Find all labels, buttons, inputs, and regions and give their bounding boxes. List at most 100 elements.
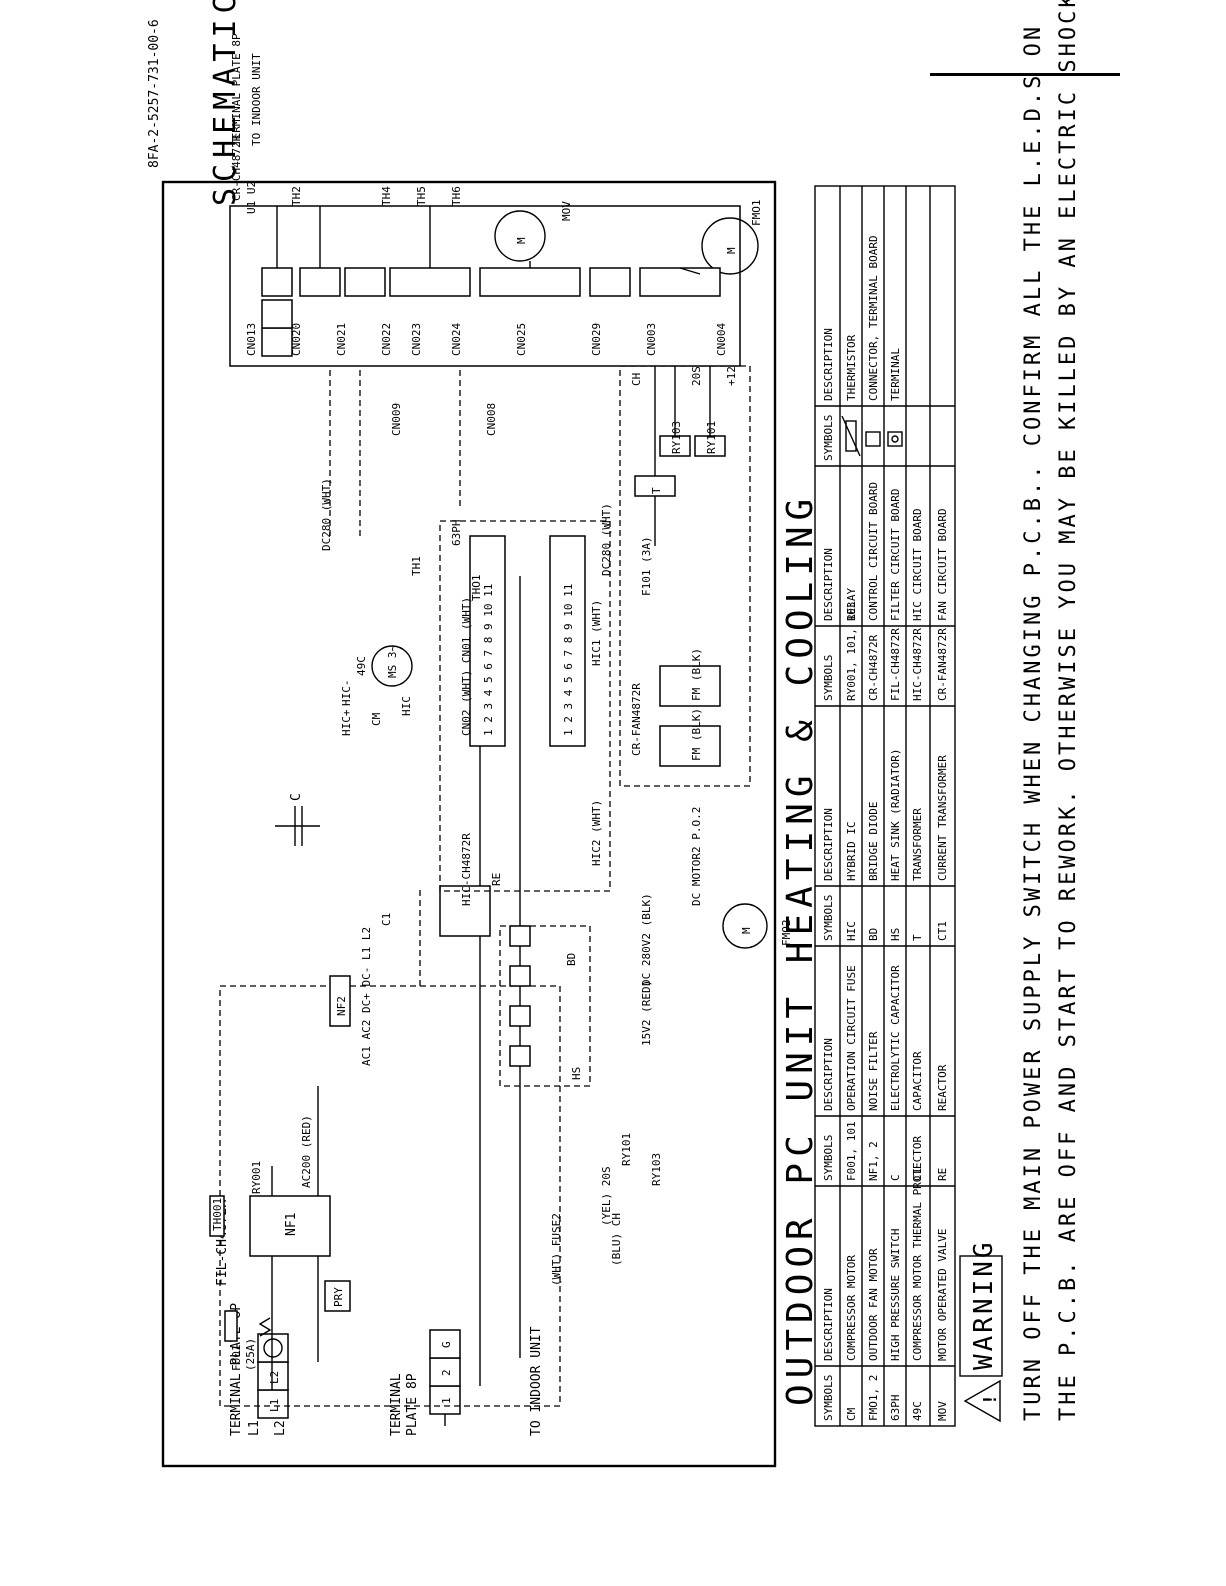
svg-text:HYBRID IC: HYBRID IC [845,821,858,881]
connector-icon [865,431,881,447]
svg-text:OUTDOOR FAN MOTOR: OUTDOOR FAN MOTOR [867,1248,880,1361]
svg-text:HIC+: HIC+ [340,709,353,736]
svg-text:BRIDGE DIODE: BRIDGE DIODE [867,802,880,881]
svg-text:CN004: CN004 [715,323,728,356]
svg-text:HIGH PRESSURE SWITCH: HIGH PRESSURE SWITCH [889,1229,902,1361]
warning-line-1: TURN OFF THE MAIN POWER SUPPLY SWITCH WH… [1021,24,1046,1421]
header-rule [930,73,1120,76]
svg-text:F001: F001 [230,1345,243,1372]
svg-text:CM: CM [370,712,383,726]
earth-icon [263,1338,283,1358]
svg-text:SYMBOLS: SYMBOLS [822,415,835,461]
svg-text:NF1: NF1 [284,1213,299,1236]
svg-text:FM (BLK): FM (BLK) [690,648,703,701]
svg-text:CN009: CN009 [390,403,403,436]
svg-text:RE: RE [490,873,503,886]
diagram-frame [161,180,777,1468]
svg-text:G: G [440,1341,453,1348]
svg-text:C1: C1 [380,913,393,926]
terminal-plate-main: TERMINAL PLATE 8P L1 L2 L1 L2 [229,1303,289,1436]
svg-text:CN013: CN013 [245,323,258,356]
fmo2-motor [722,903,768,949]
svg-text:NF1, 2: NF1, 2 [867,1141,880,1181]
diagram-title: SCHEMATIC DIAGRAM [208,0,243,206]
svg-text:THERMISTOR: THERMISTOR [845,334,858,401]
svg-text:MS 3~: MS 3~ [386,645,399,678]
svg-text:CH: CH [630,373,643,386]
svg-text:FMO1: FMO1 [750,200,763,227]
header-symbols: SYMBOLS [822,1375,835,1421]
doc-code: 8FA-2-5257-731-00-6 [147,19,162,168]
svg-text:63PH: 63PH [889,1395,902,1422]
svg-text:M: M [740,927,753,934]
svg-text:49C: 49C [911,1401,924,1421]
svg-text:CN020: CN020 [290,323,303,356]
svg-text:CN023: CN023 [410,323,423,356]
legend-desc: COMPRESSOR MOTOR [845,1255,858,1361]
svg-text:TH6: TH6 [450,186,463,206]
svg-text:NOISE FILTER: NOISE FILTER [867,1031,880,1111]
svg-text:FAN CIRCUIT BOARD: FAN CIRCUIT BOARD [936,508,949,621]
svg-text:REACTOR: REACTOR [936,1064,949,1111]
svg-text:HS: HS [889,928,902,941]
mov-motor [494,210,546,262]
svg-text:RY001: RY001 [250,1161,263,1194]
svg-text:15V2 (RED): 15V2 (RED) [640,980,653,1046]
svg-text:CR-FAN4872R: CR-FAN4872R [936,628,949,701]
svg-text:DC 280V2 (BLK): DC 280V2 (BLK) [640,893,653,986]
svg-text:(YEL) 20S: (YEL) 20S [600,1166,613,1226]
svg-text:TERMINAL: TERMINAL [889,348,902,401]
svg-text:!: ! [980,1394,1001,1405]
svg-text:C1: C1 [911,1168,924,1181]
svg-text:THO1: THO1 [470,575,483,602]
hs-bd-block: HS BD [499,925,591,1087]
svg-text:OPERATION CIRCUIT FUSE: OPERATION CIRCUIT FUSE [845,965,858,1111]
svg-text:TH1: TH1 [410,556,423,576]
svg-text:COMPRESSOR MOTOR THERMAL PROTE: COMPRESSOR MOTOR THERMAL PROTECTOR [911,1135,924,1361]
svg-text:MOV: MOV [936,1401,949,1421]
svg-text:FMO1, 2: FMO1, 2 [867,1375,880,1421]
compressor-motor [371,645,413,687]
to-indoor-unit-label: TO INDOOR UNIT [529,1326,544,1436]
svg-text:CN02 (WHT) CN01 (WHT): CN02 (WHT) CN01 (WHT) [460,597,473,736]
svg-text:DC MOTOR2 P.O.2: DC MOTOR2 P.O.2 [690,807,703,906]
svg-text:AC1 AC2 DC+ DC- L1 L2: AC1 AC2 DC+ DC- L1 L2 [360,927,373,1066]
thermistor-icon [841,415,861,457]
warning-label: WARNING [969,1239,999,1370]
terminal-plate-indoor: TERMINAL PLATE 8P 1 2 G TO INDOOR UNIT [389,1326,544,1436]
svg-text:CAPACITOR: CAPACITOR [911,1051,924,1111]
svg-text:MOTOR OPERATED VALVE: MOTOR OPERATED VALVE [936,1229,949,1361]
svg-text:TH001: TH001 [211,1198,224,1231]
svg-text:DESCRIPTION: DESCRIPTION [822,1038,835,1111]
svg-text:F001, 101: F001, 101 [845,1121,858,1181]
warning-icon [963,1379,1001,1423]
svg-text:AC200 (RED): AC200 (RED) [300,1115,313,1188]
svg-text:SYMBOLS: SYMBOLS [822,655,835,701]
hic-board-label: HIC-CH4872R [460,833,473,906]
svg-text:63PH: 63PH [450,520,463,547]
page-heading: OUTDOOR PC UNIT HEATING & COOLING [780,493,821,1406]
svg-text:L2: L2 [268,1371,281,1384]
svg-text:RY101: RY101 [620,1133,633,1166]
svg-text:TRANSFORMER: TRANSFORMER [911,808,924,881]
warning-block: ! WARNING TURN OFF THE MAIN POWER SUPPLY… [959,0,1081,1423]
svg-text:M: M [515,237,528,244]
svg-text:CONTROL CIRCUIT BOARD: CONTROL CIRCUIT BOARD [867,482,880,621]
svg-text:BD: BD [565,953,578,966]
svg-text:(25A): (25A) [244,1338,257,1371]
svg-text:CT1: CT1 [936,921,949,941]
svg-text:C: C [289,793,304,801]
svg-text:DC280 (WHT): DC280 (WHT) [600,503,613,576]
svg-text:HIC2 (WHT): HIC2 (WHT) [590,800,603,866]
svg-text:F101 (3A): F101 (3A) [640,536,653,596]
svg-text:CN022: CN022 [380,323,393,356]
svg-text:HIC: HIC [845,921,858,941]
svg-text:M: M [725,247,738,254]
svg-text:HIC1 (WHT): HIC1 (WHT) [590,600,603,666]
svg-text:FILTER CIRCUIT BOARD: FILTER CIRCUIT BOARD [889,489,902,621]
svg-text:BD: BD [867,928,880,941]
svg-text:DESCRIPTION: DESCRIPTION [822,548,835,621]
svg-text:SYMBOLS: SYMBOLS [822,895,835,941]
